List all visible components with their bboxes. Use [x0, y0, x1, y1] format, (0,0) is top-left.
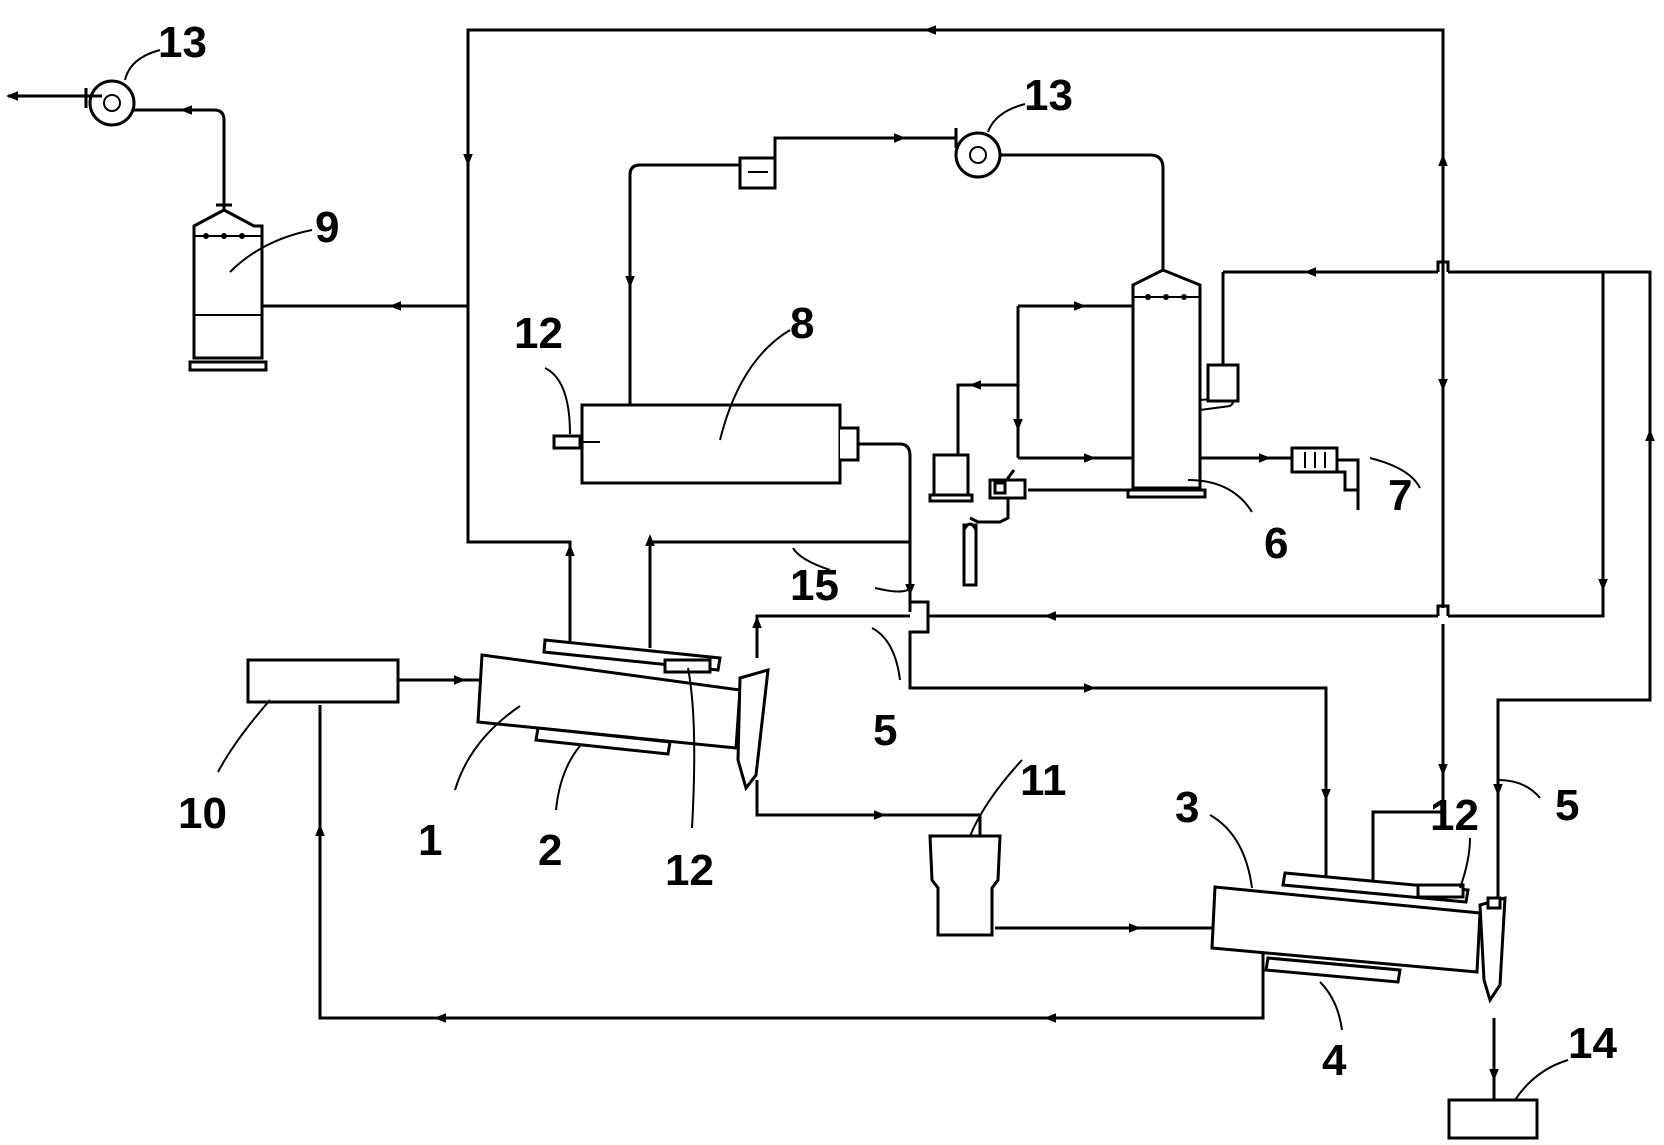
label-13-left: 13 [158, 18, 207, 67]
dryer-3 [1210, 871, 1507, 1004]
label-6: 6 [1264, 519, 1288, 568]
pipe-dryer1-to-11 [755, 780, 982, 835]
fan-13-middle [940, 128, 1002, 179]
pipe-to-dryer-3-top [1371, 810, 1443, 880]
pipe-line-5-right [928, 272, 1605, 618]
pipe-line-5-upper-left [755, 614, 910, 658]
pipe-to-gas-cylinder [969, 469, 1016, 524]
label-15: 15 [790, 561, 839, 610]
labels: 13 13 9 8 12 7 6 15 5 5 10 1 2 12 11 3 1… [158, 18, 1617, 1085]
label-12-dryer-3: 12 [1430, 791, 1479, 840]
label-9: 9 [315, 203, 339, 252]
condenser-unit [928, 453, 1027, 587]
label-3: 3 [1175, 783, 1199, 832]
pipe-8-outlet [858, 442, 912, 612]
pipe-dryer1-to-15 [648, 540, 910, 648]
pipe-crossover-2 [1436, 604, 1450, 616]
label-7: 7 [1388, 471, 1412, 520]
label-1: 1 [418, 816, 442, 865]
unit-10 [246, 658, 400, 704]
label-13-middle: 13 [1024, 71, 1073, 120]
small-tank [1206, 363, 1240, 403]
label-2: 2 [538, 826, 562, 875]
pipe-top-return-loop [466, 28, 1445, 648]
pipe-exhaust-to-fan [134, 108, 226, 203]
pipe-network [5, 25, 1655, 1100]
pipe-condenser-branch [956, 306, 1020, 458]
label-12-dryer-8: 12 [514, 309, 563, 358]
dryer-1 [476, 638, 770, 792]
label-10: 10 [178, 789, 227, 838]
label-4: 4 [1322, 1036, 1347, 1085]
column-6 [1126, 262, 1235, 499]
pipe-8-to-valve [628, 163, 740, 405]
label-5-right: 5 [1555, 781, 1579, 830]
label-12-dryer-1: 12 [665, 846, 714, 895]
label-5-upper: 5 [873, 706, 897, 755]
valve-box [738, 156, 777, 190]
hopper-11 [928, 834, 1002, 937]
fan-13-left [84, 79, 136, 127]
collector-9 [188, 198, 268, 372]
pipe-line-5-to-dryer-3 [908, 600, 1328, 880]
pipe-valve-to-fan [773, 136, 940, 165]
pipe-return-to-10 [318, 705, 1265, 1020]
leader-lines [124, 49, 1569, 1101]
pipe-fan-to-column-6 [1000, 153, 1165, 266]
label-11: 11 [1020, 756, 1067, 805]
label-8: 8 [790, 299, 814, 348]
dryer-8 [552, 403, 860, 485]
filter-7 [1290, 446, 1360, 510]
unit-14 [1447, 1098, 1539, 1140]
label-14: 14 [1568, 1019, 1617, 1068]
pipe-crossover-1 [1436, 260, 1450, 272]
